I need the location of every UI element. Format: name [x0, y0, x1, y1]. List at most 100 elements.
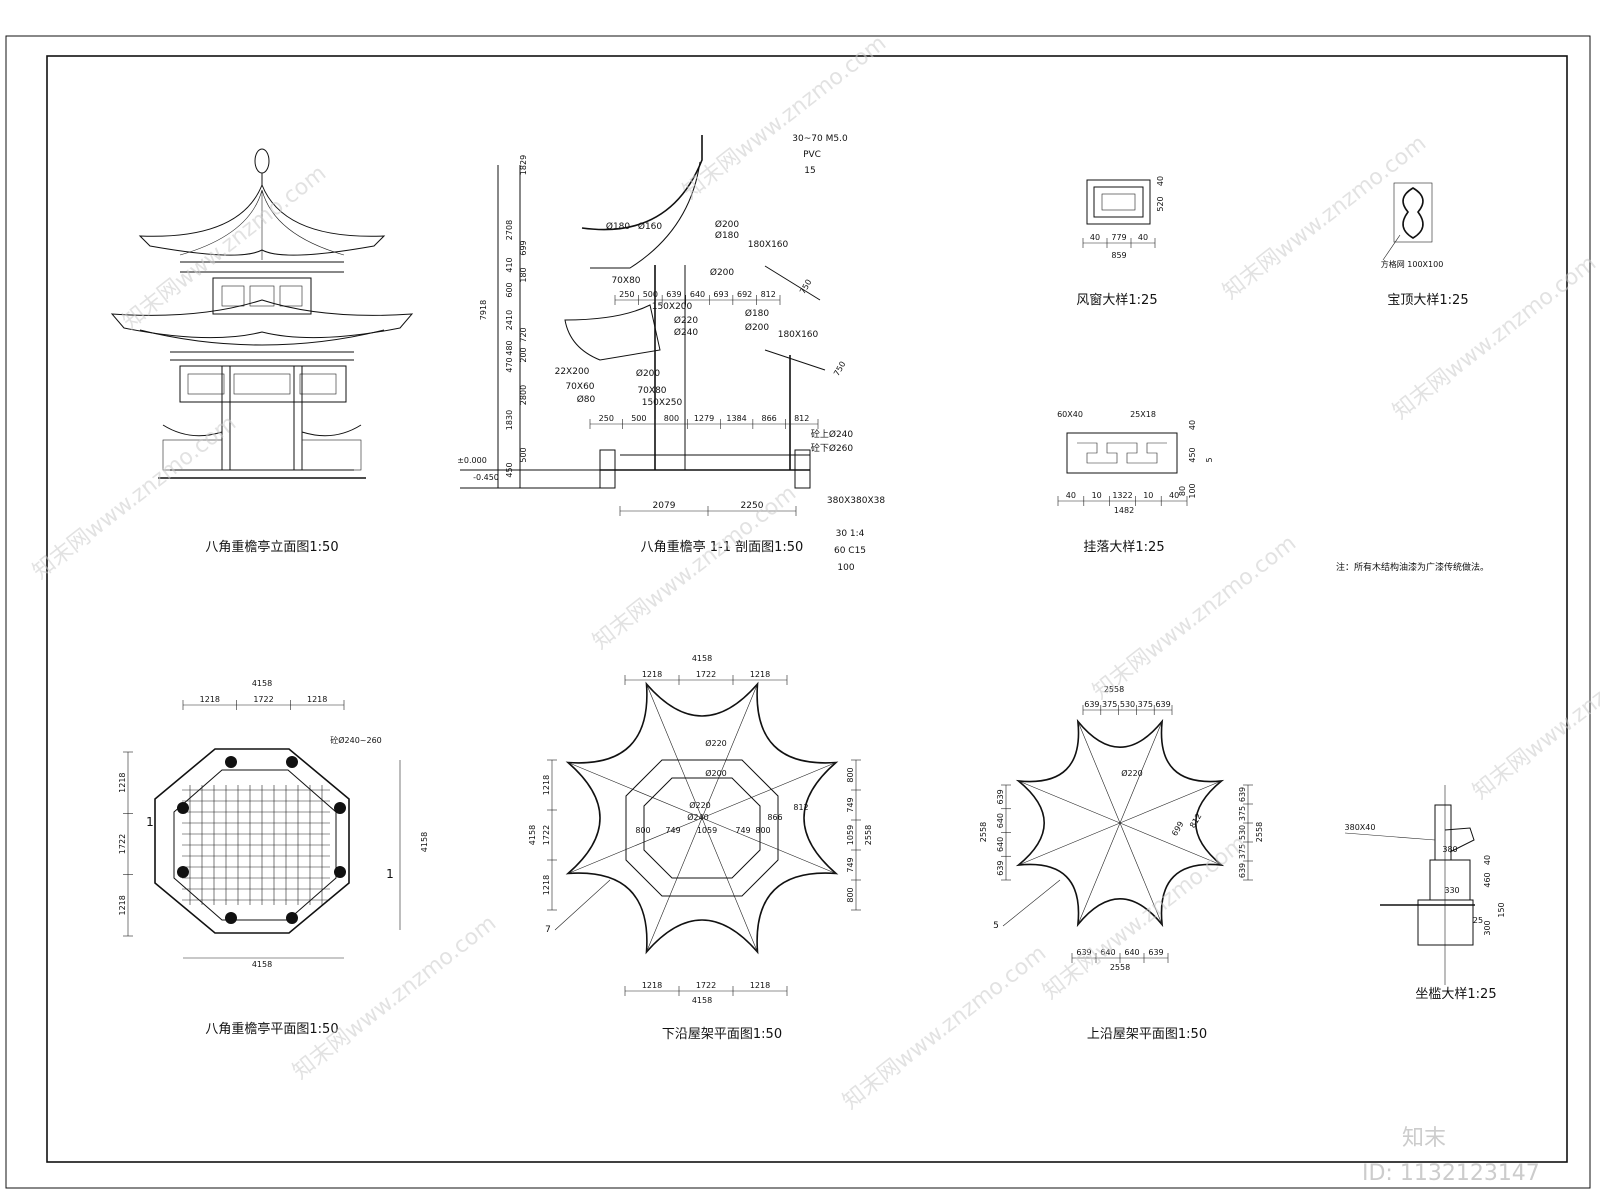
lower-roof-inner-label: Ø200: [705, 768, 727, 778]
plan-dim-top: 1218: [307, 695, 327, 704]
lower-roof-dim-right: 800: [846, 887, 855, 902]
plan-column-label: 砼Ø240~260: [330, 735, 382, 745]
lower-roof-callout: 7: [545, 925, 551, 935]
upper-roof-dim-top: 375: [1102, 700, 1117, 709]
section-height-label: 180: [519, 267, 528, 282]
section-level-label: -0.450: [473, 473, 499, 482]
lower-roof-dim-bottom: 1218: [750, 981, 770, 990]
section-member-label: Ø160: [638, 221, 663, 232]
upper-roof-inner-label: Ø220: [1121, 768, 1143, 778]
upper-roof-total-bottom: 2558: [1110, 963, 1130, 972]
plan-column: [286, 912, 298, 924]
plan-title: 八角重檐亭平面图1:50: [205, 1021, 338, 1037]
bench-label: 460: [1483, 872, 1492, 887]
section-member-label: 180X160: [778, 330, 819, 340]
section-member-label: Ø200: [710, 267, 735, 278]
lower-roof-dim-left: 1722: [542, 825, 551, 845]
section-member-label: 70X80: [637, 386, 666, 396]
section-span-upper: 692: [737, 290, 752, 299]
section-member-label: 15: [804, 166, 815, 176]
section-span-upper: 500: [643, 290, 658, 299]
section-height-label: 500: [519, 447, 528, 462]
watermark-site: 知末网www.znzmo.com: [1218, 131, 1431, 305]
hanging-title: 挂落大样1:25: [1083, 540, 1164, 555]
section-height-label: 600: [505, 282, 514, 297]
upper-roof-dim-bottom: 640: [1100, 948, 1115, 957]
watermark-brand: 知末: [1402, 1126, 1446, 1151]
section-height-label: 7918: [479, 300, 488, 320]
section-drawing: 八角重檐亭 1-1 剖面图1:50: [460, 135, 826, 555]
section-slope-label: 750: [798, 278, 813, 296]
section-title: 八角重檐亭 1-1 剖面图1:50: [641, 539, 804, 555]
bench-label: 300: [1483, 920, 1492, 935]
watermark-site: 知末网www.znzmo.com: [678, 31, 891, 205]
section-member-label: 30~70 M5.0: [792, 134, 848, 144]
section-span-upper: 250: [619, 290, 634, 299]
section-height-label: 699: [519, 240, 528, 255]
hanging-width: 1322: [1112, 491, 1132, 500]
lower-roof-dim-right: 749: [846, 857, 855, 872]
bench-detail: 坐槛大样1:25: [1380, 785, 1497, 1002]
section-height-label: 480: [505, 340, 514, 355]
upper-roof-title: 上沿屋架平面图1:50: [1087, 1027, 1207, 1042]
section-height-label: 2800: [519, 385, 528, 405]
upper-roof-total-left: 2558: [979, 822, 988, 842]
bench-label: 380: [1442, 845, 1457, 854]
wind-window-dim: 779: [1111, 233, 1126, 242]
watermark-id: ID: 1132123147: [1362, 1161, 1540, 1186]
upper-roof-dim-bottom: 639: [1148, 948, 1163, 957]
section-span-upper: 693: [713, 290, 728, 299]
lower-roof-dim-right: 749: [846, 797, 855, 812]
lower-roof-inner-label: Ø240: [687, 812, 709, 822]
upper-roof-dim-right: 375: [1238, 806, 1247, 821]
hanging-side: 5: [1205, 457, 1214, 462]
plan-total-right: 4158: [420, 832, 429, 852]
lower-roof-dim-right: 1059: [846, 825, 855, 845]
section-member-label: 砼上Ø240: [811, 428, 854, 440]
finial-detail: 宝顶大样1:25: [1387, 182, 1469, 308]
section-span-upper: 812: [761, 290, 776, 299]
hanging-side: 100: [1188, 483, 1197, 498]
plan-dim-left: 1218: [118, 895, 127, 915]
upper-roof-callout: 5: [993, 921, 999, 931]
upper-roof-total-right: 2558: [1255, 822, 1264, 842]
upper-roof-dim-right: 375: [1238, 844, 1247, 859]
upper-roof-dim-top: 639: [1084, 700, 1099, 709]
plan-dim-top: 1722: [253, 695, 273, 704]
plan-column: [225, 756, 237, 768]
bench-title: 坐槛大样1:25: [1415, 987, 1496, 1002]
bench-label: 380X40: [1345, 823, 1376, 832]
lower-roof-dim-top: 1218: [750, 670, 770, 679]
section-level-label: ±0.000: [457, 456, 487, 465]
watermark-site: 知末网www.znzmo.com: [28, 411, 241, 585]
hanging-member: 25X18: [1130, 410, 1156, 419]
plan-dim-left: 1218: [118, 772, 127, 792]
hanging-detail: 挂落大样1:25 注：所有木结构油漆为广漆传统做法。: [1066, 432, 1489, 573]
section-height-label: 2708: [505, 220, 514, 240]
upper-roof-plan: 上沿屋架平面图1:50: [1015, 718, 1225, 1042]
section-member-label: 150X200: [652, 302, 693, 312]
upper-roof-total-top: 2558: [1104, 685, 1124, 694]
section-member-label: Ø240: [674, 327, 699, 338]
lower-roof-inner-label: 749: [665, 826, 680, 835]
plan-column: [225, 912, 237, 924]
section-base-span: 2079: [653, 501, 676, 511]
section-span-lower: 800: [664, 414, 679, 423]
lower-roof-dim-bottom: 1722: [696, 981, 716, 990]
section-height-label: 450: [505, 462, 514, 477]
watermark-site: 知末网www.znzmo.com: [838, 941, 1051, 1115]
upper-roof-inner-label: 812: [1188, 812, 1203, 830]
upper-roof-dim-left: 639: [996, 860, 1005, 875]
bench-label: 150: [1497, 902, 1506, 917]
hanging-width: 10: [1092, 491, 1102, 500]
watermark-site: 知末网www.znzmo.com: [1038, 831, 1251, 1005]
outer-frame: [5, 35, 1591, 1189]
lower-roof-dim-left: 1218: [542, 775, 551, 795]
upper-roof-dim-bottom: 639: [1076, 948, 1091, 957]
lower-roof-inner-label: 800: [635, 826, 650, 835]
plan-column: [177, 866, 189, 878]
hanging-member: 60X40: [1057, 410, 1083, 419]
plan-total-bottom: 4158: [252, 960, 272, 969]
